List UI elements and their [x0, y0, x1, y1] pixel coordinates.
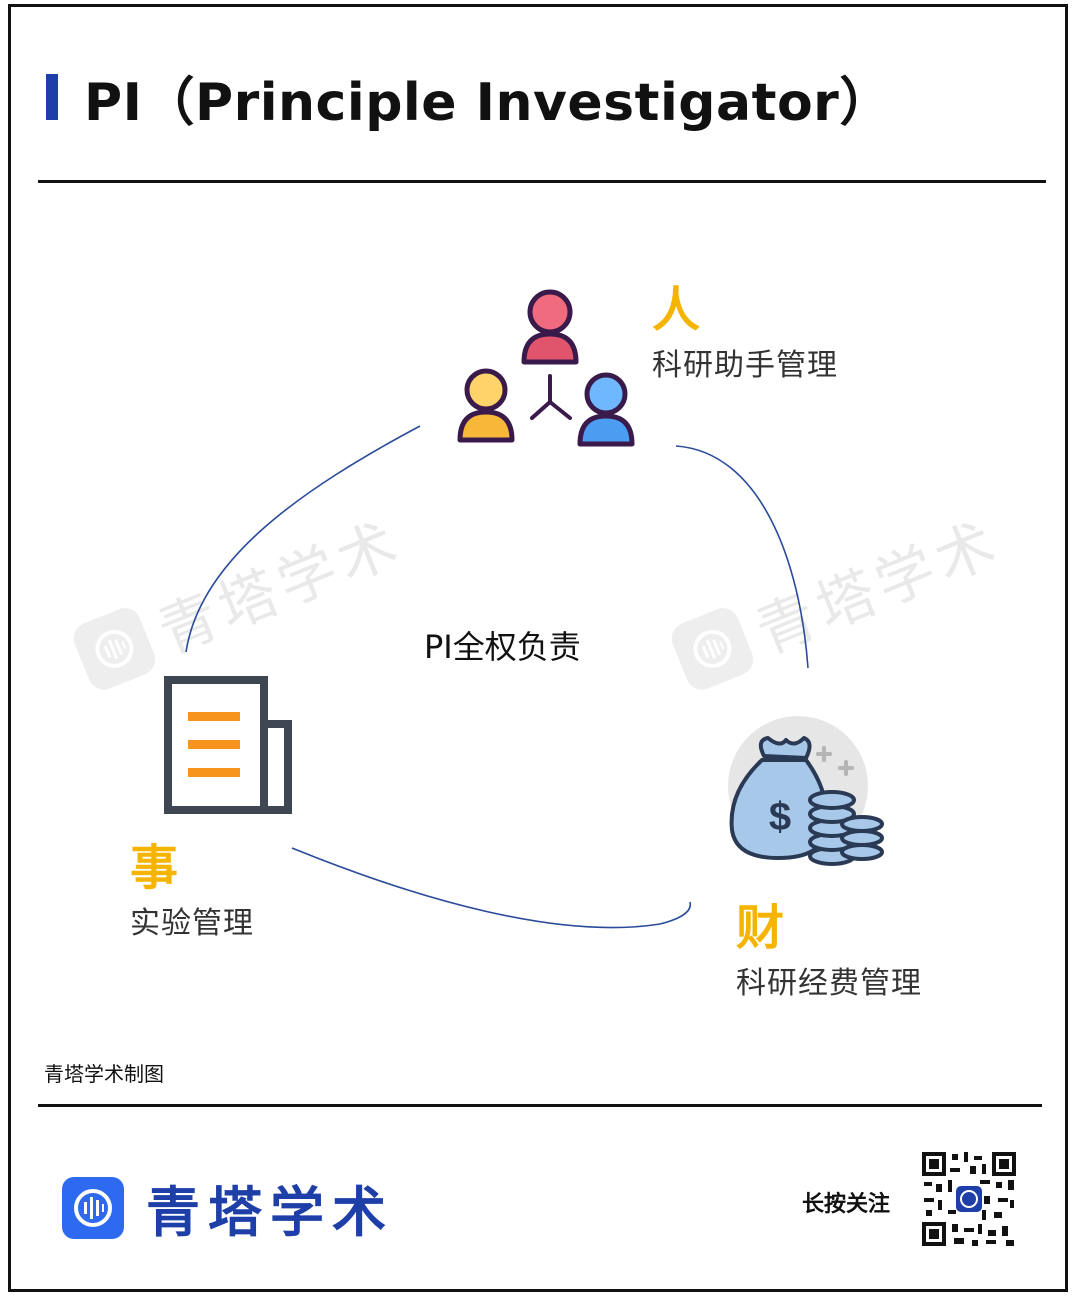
follow-prompt: 长按关注 — [802, 1192, 891, 1217]
node-people-char: 人 — [652, 282, 701, 338]
connector-people-finance — [675, 445, 809, 669]
title-area: PI（Principle Investigator） — [46, 62, 892, 133]
page-title: PI（Principle Investigator） — [84, 72, 892, 133]
money-bag-icon: $ — [728, 716, 884, 866]
node-people: 人 科研助手管理 — [652, 286, 838, 384]
image-credit: 青塔学术制图 — [44, 1062, 164, 1086]
page-frame — [8, 4, 1068, 1292]
brand-area: 青塔学术 — [62, 1168, 394, 1247]
node-people-label: 科研助手管理 — [652, 348, 838, 383]
top-divider — [38, 180, 1046, 183]
connector-affairs-finance — [291, 847, 692, 929]
node-affairs-label: 实验管理 — [130, 906, 254, 941]
brand-logo-icon — [62, 1176, 124, 1239]
node-finance: 财 科研经费管理 — [736, 904, 922, 1002]
qr-code-icon[interactable] — [920, 1150, 1018, 1248]
team-icon — [457, 289, 635, 447]
watermark-left: 青塔学术 — [66, 496, 413, 701]
watermark-logo-icon — [666, 603, 759, 695]
watermark-right: 青塔学术 — [664, 496, 1011, 701]
bottom-divider — [38, 1104, 1042, 1107]
watermark-logo-icon — [68, 603, 161, 695]
diagram-center-label: PI全权负责 — [424, 628, 581, 666]
node-finance-char: 财 — [736, 900, 785, 956]
svg-text:$: $ — [769, 795, 791, 839]
node-affairs-char: 事 — [130, 840, 179, 896]
brand-name: 青塔学术 — [146, 1181, 394, 1244]
connector-people-affairs — [185, 425, 421, 653]
document-icon — [164, 676, 292, 814]
title-accent-bar — [46, 74, 58, 120]
node-finance-label: 科研经费管理 — [736, 966, 922, 1001]
node-affairs: 事 实验管理 — [130, 844, 254, 942]
